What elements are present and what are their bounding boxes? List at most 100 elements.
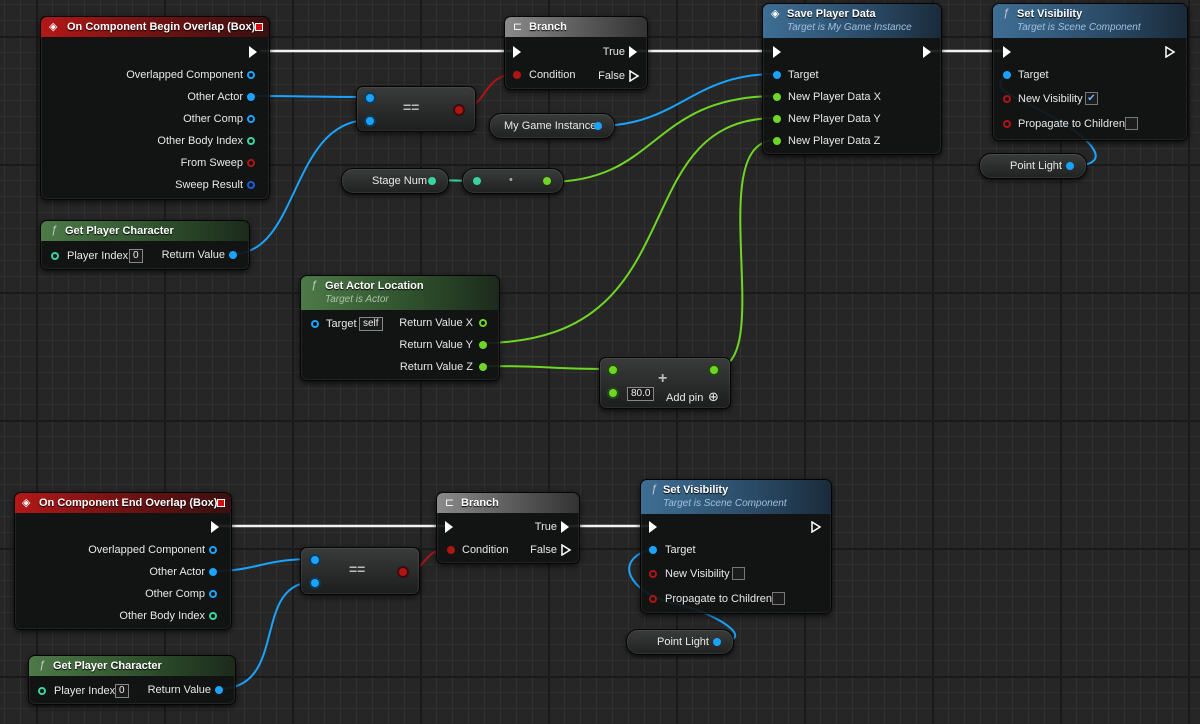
save-player-data-node[interactable]: ◈ Save Player Data Target is My Game Ins… [762, 3, 942, 155]
pin-new-player-data-y[interactable] [773, 115, 781, 123]
int-to-float-conversion-node[interactable]: • [462, 168, 564, 194]
equals-input-b-pin[interactable] [311, 579, 319, 587]
pin-return-value[interactable] [229, 251, 237, 259]
function-header [301, 276, 499, 310]
exec-out-pin[interactable] [249, 46, 257, 58]
add-output-pin[interactable] [710, 366, 718, 374]
exec-in-pin[interactable] [649, 521, 657, 533]
pin-return-value[interactable] [215, 686, 223, 694]
pin-target[interactable] [311, 320, 319, 328]
true-exec-pin[interactable] [629, 46, 637, 58]
equals-input-b-pin[interactable] [366, 117, 374, 125]
my-game-instance-getter[interactable]: My Game Instance [489, 113, 615, 139]
get-player-character-node[interactable]: ƒ Get Player Character Player Index 0 Re… [40, 220, 250, 270]
propagate-checkbox[interactable] [1125, 117, 1138, 130]
branch-icon: ⊏ [445, 497, 455, 509]
add-pin-label[interactable]: Add pin [666, 392, 704, 404]
pin-player-index[interactable] [51, 252, 59, 260]
pin-return-value-z[interactable] [479, 363, 487, 371]
pin-propagate-to-children[interactable] [1003, 120, 1011, 128]
pin-return-value-x[interactable] [479, 319, 487, 327]
pin-target[interactable] [649, 546, 657, 554]
pin-return-value-y[interactable] [479, 341, 487, 349]
get-actor-location-node[interactable]: ƒ Get Actor Location Target is Actor Tar… [300, 275, 500, 381]
exec-in-pin[interactable] [1003, 46, 1011, 58]
false-exec-pin[interactable] [561, 544, 572, 556]
pin-label-target: Target [1018, 69, 1049, 81]
getter-output-pin[interactable] [713, 638, 721, 646]
delegate-pin-icon[interactable] [255, 23, 263, 31]
pin-other-comp[interactable] [247, 115, 255, 123]
add-input-b-pin[interactable] [609, 389, 617, 397]
exec-in-pin[interactable] [773, 46, 781, 58]
exec-in-pin[interactable] [513, 46, 521, 58]
pin-target[interactable] [1003, 71, 1011, 79]
branch-node[interactable]: ⊏ Branch True Condition False [504, 16, 648, 90]
pin-other-body-index[interactable] [247, 137, 255, 145]
begin-overlap-event-node[interactable]: ◈ On Component Begin Overlap (Box) Overl… [40, 16, 270, 200]
pin-new-player-data-z[interactable] [773, 137, 781, 145]
pin-sweep-result[interactable] [247, 181, 255, 189]
conversion-input-pin[interactable] [473, 177, 481, 185]
pin-overlapped-component[interactable] [247, 71, 255, 79]
true-exec-pin[interactable] [561, 521, 569, 533]
exec-out-pin[interactable] [811, 521, 822, 533]
pin-other-comp[interactable] [209, 590, 217, 598]
get-player-character-node[interactable]: ƒ Get Player Character Player Index 0 Re… [28, 655, 236, 705]
pin-new-visibility[interactable] [649, 570, 657, 578]
set-visibility-node[interactable]: ƒ Set Visibility Target is Scene Compone… [992, 3, 1188, 141]
pin-new-visibility[interactable] [1003, 95, 1011, 103]
pin-propagate-to-children[interactable] [649, 595, 657, 603]
pin-label-target: Target [788, 69, 819, 81]
condition-pin[interactable] [513, 71, 521, 79]
player-index-input[interactable]: 0 [115, 684, 129, 698]
exec-in-pin[interactable] [445, 521, 453, 533]
getter-output-pin[interactable] [428, 177, 436, 185]
stage-num-getter[interactable]: Stage Num [341, 168, 449, 194]
getter-output-pin[interactable] [594, 122, 602, 130]
node-title: Set Visibility [1017, 8, 1083, 20]
equals-input-a-pin[interactable] [366, 94, 374, 102]
pin-label-player-index: Player Index [54, 685, 116, 697]
equals-output-pin[interactable] [455, 106, 463, 114]
point-light-getter[interactable]: Point Light [626, 629, 734, 655]
equals-operator: == [349, 561, 366, 577]
set-visibility-node[interactable]: ƒ Set Visibility Target is Scene Compone… [640, 479, 832, 614]
pin-from-sweep[interactable] [247, 159, 255, 167]
function-icon: ƒ [1003, 7, 1010, 19]
delegate-pin-icon[interactable] [217, 499, 225, 507]
point-light-getter[interactable]: Point Light [979, 153, 1087, 179]
equals-output-pin[interactable] [399, 568, 407, 576]
pin-player-index[interactable] [38, 687, 46, 695]
equals-node[interactable]: == [356, 86, 476, 132]
player-index-input[interactable]: 0 [129, 249, 143, 263]
end-overlap-event-node[interactable]: ◈ On Component End Overlap (Box) Overlap… [14, 492, 232, 630]
conversion-output-pin[interactable] [543, 177, 551, 185]
branch-node[interactable]: ⊏ Branch True Condition False [436, 492, 580, 564]
add-node[interactable]: + 80.0 Add pin ⊕ [599, 357, 731, 409]
pin-target[interactable] [773, 71, 781, 79]
pin-new-player-data-x[interactable] [773, 93, 781, 101]
exec-out-pin[interactable] [1165, 46, 1176, 58]
pin-other-actor[interactable] [247, 93, 255, 101]
pin-other-actor[interactable] [209, 568, 217, 576]
new-visibility-checkbox[interactable] [732, 567, 745, 580]
branch-header [437, 493, 579, 513]
target-self-input[interactable]: self [359, 317, 383, 331]
exec-out-pin[interactable] [211, 521, 219, 533]
pin-label-other-actor: Other Actor [149, 566, 205, 578]
equals-input-a-pin[interactable] [311, 556, 319, 564]
add-pin-icon[interactable]: ⊕ [708, 389, 719, 404]
getter-output-pin[interactable] [1066, 162, 1074, 170]
exec-out-pin[interactable] [923, 46, 931, 58]
node-title: Get Player Character [53, 660, 162, 672]
new-visibility-checkbox[interactable]: ✔ [1085, 92, 1098, 105]
condition-pin[interactable] [447, 546, 455, 554]
pin-other-body-index[interactable] [209, 612, 217, 620]
add-input-a-pin[interactable] [609, 366, 617, 374]
add-value-input[interactable]: 80.0 [627, 387, 655, 401]
equals-node[interactable]: == [300, 547, 420, 595]
false-exec-pin[interactable] [629, 70, 640, 82]
propagate-checkbox[interactable] [772, 592, 785, 605]
pin-overlapped-component[interactable] [209, 546, 217, 554]
